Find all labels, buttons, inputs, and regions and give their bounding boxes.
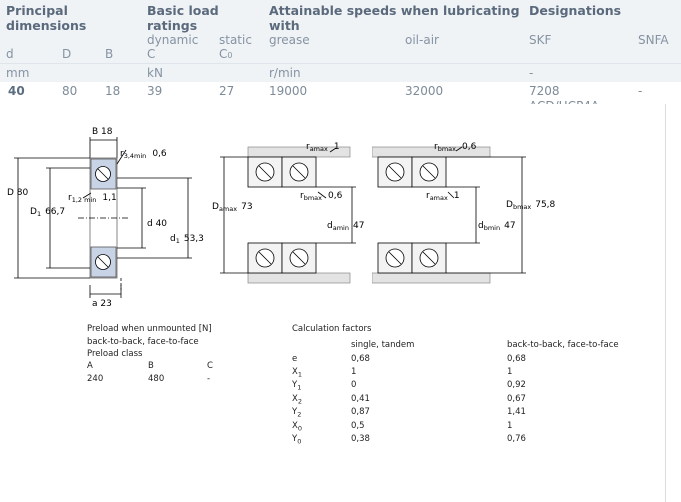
header-d: d: [6, 47, 14, 61]
preload-class-c: C: [207, 361, 213, 371]
header-D: D: [62, 47, 72, 61]
dim-D: D 80: [7, 188, 29, 198]
header-snfa: SNFA: [638, 33, 669, 47]
preload-title: Preload when unmounted [N]: [87, 324, 212, 334]
header-divider: [0, 63, 681, 64]
header-designations: Designations: [529, 3, 622, 18]
preload-class-a: A: [87, 361, 93, 371]
preload-arrangement: back-to-back, face-to-face: [87, 337, 199, 347]
header-static: static: [219, 33, 252, 47]
row-C0: 27: [219, 84, 235, 98]
preload-value-c: -: [207, 374, 211, 384]
header-C: C: [147, 47, 156, 61]
preload-value-b: 480: [148, 374, 165, 384]
header-B: B: [105, 47, 114, 61]
row-D: 80: [62, 84, 78, 98]
dim-d: d 40: [147, 219, 167, 229]
table-header: [0, 0, 681, 82]
row-grease: 19000: [269, 84, 308, 98]
preload-value-a: 240: [87, 374, 104, 384]
header-oil-air: oil-air: [405, 33, 439, 47]
preload-class-b: B: [148, 361, 154, 371]
header-skf: SKF: [529, 33, 552, 47]
dim-B: B 18: [92, 127, 113, 137]
row-C: 39: [147, 84, 163, 98]
preload-class-label: Preload class: [87, 349, 143, 359]
row-oil-air: 32000: [405, 84, 444, 98]
calc-col-back-to-back: back-to-back, face-to-face: [507, 340, 619, 350]
calc-col-single: single, tandem: [351, 340, 415, 350]
header-C0: C0: [219, 47, 233, 61]
unit-rpm: r/min: [269, 66, 301, 80]
header-dynamic: dynamic: [147, 33, 199, 47]
unit-dash: -: [529, 66, 534, 80]
dim-a: a 23: [92, 299, 112, 309]
row-d: 40: [8, 84, 25, 98]
row-snfa: -: [638, 84, 643, 98]
header-grease: grease: [269, 33, 310, 47]
calc-title: Calculation factors: [292, 324, 372, 334]
row-B: 18: [105, 84, 121, 98]
unit-mm: mm: [6, 66, 30, 80]
unit-kn: kN: [147, 66, 163, 80]
